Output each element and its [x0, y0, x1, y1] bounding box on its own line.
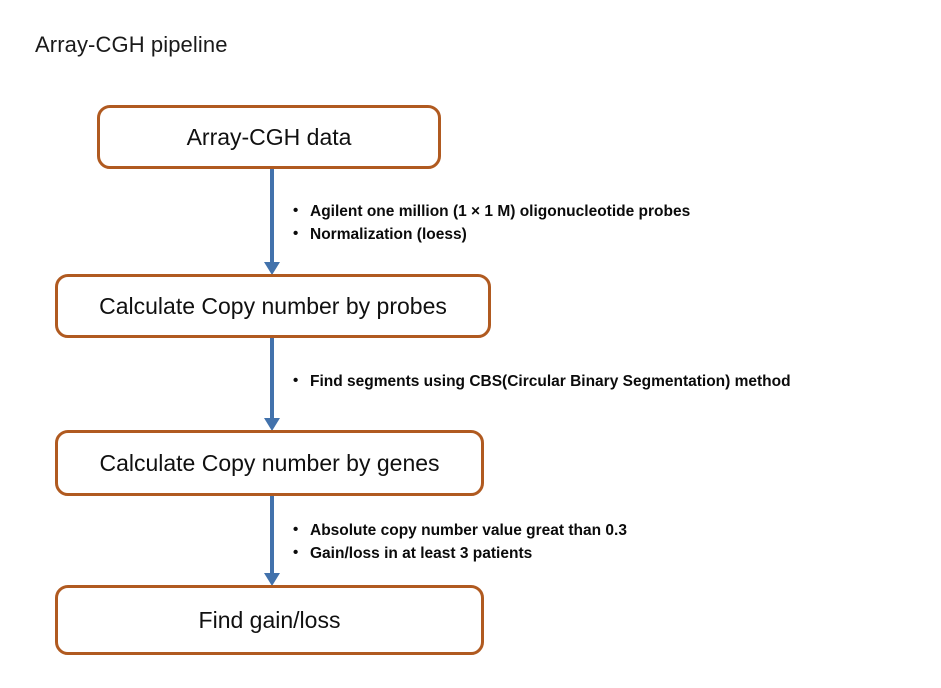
- arrow-shaft: [270, 169, 274, 262]
- note-bullet: Absolute copy number value great than 0.…: [293, 518, 627, 542]
- note-bullet: Find segments using CBS(Circular Binary …: [293, 369, 791, 393]
- connector-notes-2: Find segments using CBS(Circular Binary …: [293, 369, 791, 393]
- flowchart-node-array-cgh-data[interactable]: Array-CGH data: [97, 105, 441, 169]
- node-label: Calculate Copy number by genes: [99, 449, 440, 476]
- node-label: Find gain/loss: [198, 606, 341, 633]
- flowchart-node-copy-number-probes[interactable]: Calculate Copy number by probes: [55, 274, 491, 338]
- note-bullet: Normalization (loess): [293, 222, 690, 246]
- note-bullet: Gain/loss in at least 3 patients: [293, 541, 627, 565]
- arrow-head-icon: [264, 573, 280, 586]
- connector-notes-1: Agilent one million (1 × 1 M) oligonucle…: [293, 199, 690, 246]
- node-label: Array-CGH data: [186, 123, 352, 150]
- note-bullet: Agilent one million (1 × 1 M) oligonucle…: [293, 199, 690, 223]
- page-title: Array-CGH pipeline: [35, 32, 228, 57]
- flowchart-node-find-gain-loss[interactable]: Find gain/loss: [55, 585, 484, 655]
- arrow-head-icon: [264, 262, 280, 275]
- arrow-shaft: [270, 338, 274, 418]
- flowchart-node-copy-number-genes[interactable]: Calculate Copy number by genes: [55, 430, 484, 496]
- node-label: Calculate Copy number by probes: [99, 292, 447, 319]
- arrow-shaft: [270, 496, 274, 573]
- arrow-head-icon: [264, 418, 280, 431]
- connector-notes-3: Absolute copy number value great than 0.…: [293, 518, 627, 565]
- flow-arrow-1: [264, 169, 280, 275]
- flow-arrow-2: [264, 338, 280, 431]
- flow-arrow-3: [264, 496, 280, 586]
